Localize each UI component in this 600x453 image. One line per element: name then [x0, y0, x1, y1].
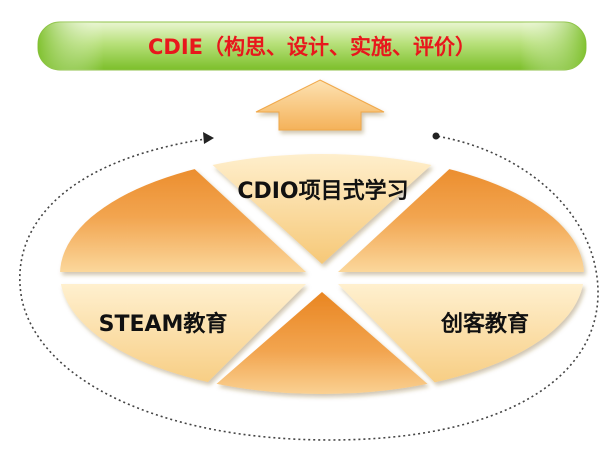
segment-bottom [198, 292, 446, 394]
segment-top [196, 154, 448, 264]
segment-label-maker: 创客教育 [440, 311, 529, 337]
banner-title: CDIE（构思、设计、实施、评价） [148, 35, 476, 59]
cycle-path [19, 132, 599, 441]
cycle-arrowhead-icon [203, 132, 214, 144]
segment-label-steam: STEAM教育 [99, 311, 228, 337]
up-arrow-icon [255, 79, 385, 131]
cycle-start-dot-icon [432, 132, 440, 140]
segment-label-cdio: CDIO项目式学习 [237, 178, 408, 204]
title-banner: CDIE（构思、设计、实施、评价） [37, 21, 587, 71]
